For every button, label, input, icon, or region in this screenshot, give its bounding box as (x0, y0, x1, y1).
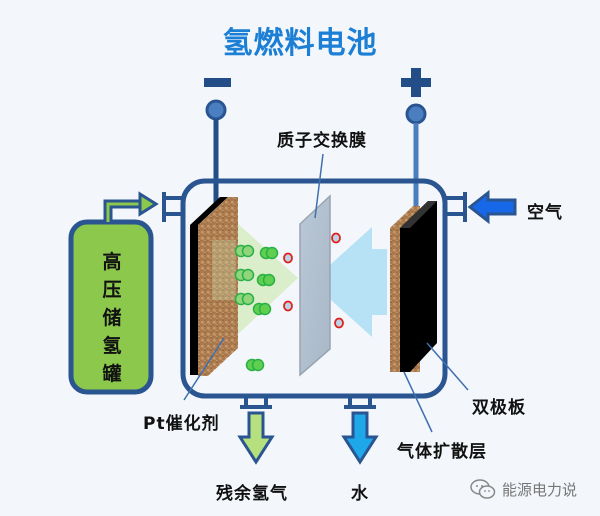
water-arrow (341, 411, 379, 465)
cell-housing (180, 178, 448, 399)
anode-bipolar-plate (190, 197, 228, 375)
tank-feed-arrow (138, 191, 159, 217)
watermark-text: 能源电力说 (502, 480, 578, 499)
watermark: 能源电力说 (470, 478, 577, 500)
gdl-leader-line (403, 371, 433, 433)
hydrogen-atom (241, 268, 255, 282)
oxygen-ion (283, 252, 293, 264)
residual-hydrogen-label: 残余氢气 (216, 484, 288, 504)
oxygen-ions (283, 232, 344, 329)
hydrogen-atom (241, 244, 255, 258)
hydrogen-atom (251, 358, 265, 372)
hydrogen-outlet-port (240, 394, 272, 409)
hydrogen-inlet-port (162, 192, 185, 222)
water-outlet-port (344, 394, 376, 409)
tank-feed-pipe (103, 199, 140, 222)
diagram-title: 氢燃料电池 (222, 26, 378, 61)
cathode-bipolar-plate (400, 201, 437, 372)
catalyst-leader-line (183, 337, 225, 401)
bipolar-leader-line (426, 342, 469, 391)
tank-label: 高压储氢罐 (102, 251, 122, 385)
air-inlet-port (443, 192, 467, 222)
hydrogen-atom (265, 246, 279, 260)
negative-terminal-post (205, 99, 227, 121)
oxygen-ion (331, 232, 341, 244)
catalyst-label: Pt催化剂 (143, 414, 220, 434)
oxygen-ion (334, 317, 344, 329)
air-label: 空气 (527, 203, 563, 223)
positive-terminal-post (405, 103, 427, 125)
water-label: 水 (351, 484, 369, 504)
wechat-icon (470, 479, 496, 499)
oxygen-flow-arrow (311, 227, 387, 337)
hydrogen-molecules (234, 244, 279, 372)
gas-diffusion-layer-label: 气体扩散层 (397, 442, 487, 462)
residual-hydrogen-arrow (237, 411, 275, 465)
hydrogen-atom (241, 292, 255, 306)
membrane-leader-line (314, 153, 324, 219)
positive-terminal-icon (401, 68, 431, 97)
hydrogen-atom (258, 302, 272, 316)
membrane-label: 质子交换膜 (277, 131, 367, 151)
negative-terminal-icon (204, 78, 231, 87)
proton-exchange-membrane (299, 194, 331, 377)
hydrogen-atom (262, 273, 276, 287)
anode-gas-diffusion-layer (198, 197, 238, 376)
bipolar-plate-label: 双极板 (472, 398, 526, 418)
oxygen-ion (283, 300, 293, 312)
air-inlet-arrow (467, 189, 517, 225)
